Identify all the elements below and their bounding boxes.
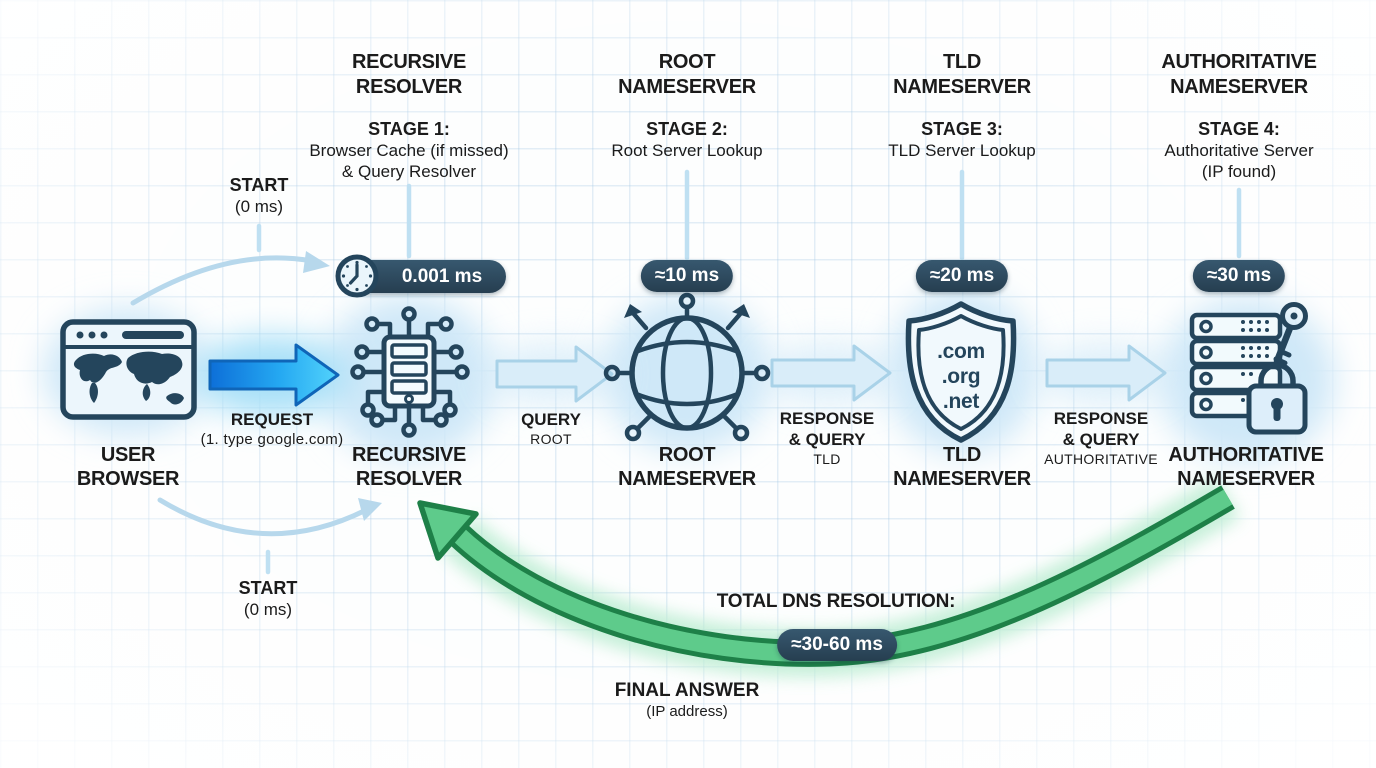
node-label-line: ROOT <box>658 444 716 466</box>
request-arrow <box>208 343 340 407</box>
node-label-line: AUTHORITATIVE <box>1168 444 1324 466</box>
tld-shield-icon <box>905 301 1017 443</box>
stage-4-description: STAGE 4: Authoritative Server (IP found) <box>1164 118 1313 182</box>
response-query-authoritative-arrow <box>1045 344 1167 402</box>
stage-connector-lines <box>256 169 1242 575</box>
node-label-line: NAMESERVER <box>893 468 1031 490</box>
edge-sub-line: TLD <box>813 451 841 467</box>
stage-2-description: STAGE 2: Root Server Lookup <box>611 118 762 161</box>
edge-label-line: RESPONSE <box>1053 409 1149 428</box>
start-label-bottom: START (0 ms) <box>239 577 298 620</box>
column-header-recursive-resolver: RECURSIVE RESOLVER <box>352 50 466 100</box>
tld-domain: .net <box>942 390 980 413</box>
edge-label-response-query-authoritative: RESPONSE & QUERY AUTHORITATIVE <box>1044 408 1158 469</box>
start-sub-text: (0 ms) <box>243 600 293 619</box>
stage-desc-line: & Query Resolver <box>341 162 477 181</box>
edge-sub-line: (1. type google.com) <box>200 431 344 448</box>
edge-label-response-query-tld: RESPONSE & QUERY TLD <box>780 408 874 469</box>
edge-label-request: REQUEST (1. type google.com) <box>201 409 344 449</box>
node-label-line: NAMESERVER <box>1177 468 1315 490</box>
edge-sub-line: ROOT <box>530 431 572 447</box>
stage-label: STAGE 2: <box>646 119 728 139</box>
edge-label-line: RESPONSE <box>779 409 875 428</box>
column-header-tld-nameserver: TLD NAMESERVER <box>893 50 1031 100</box>
stage-desc-line: TLD Server Lookup <box>888 141 1036 160</box>
header-line: NAMESERVER <box>1170 76 1308 98</box>
header-line: TLD <box>943 51 981 73</box>
timing-badge-stage-2: ≈10 ms <box>640 260 734 292</box>
stage-desc-line: Authoritative Server <box>1164 141 1314 160</box>
timing-badge-stage-3: ≈20 ms <box>915 260 1009 292</box>
edge-label-line: & QUERY <box>1062 430 1140 449</box>
header-line: RESOLVER <box>355 76 463 98</box>
node-label-line: RESOLVER <box>355 468 463 490</box>
query-root-arrow <box>495 345 614 403</box>
tld-domains-text: .com .org .net <box>937 339 985 414</box>
header-line: NAMESERVER <box>893 76 1031 98</box>
total-dns-resolution-label: TOTAL DNS RESOLUTION: <box>716 591 956 612</box>
timing-badge-stage-4: ≈30 ms <box>1192 260 1286 292</box>
header-line: AUTHORITATIVE <box>1161 51 1317 73</box>
edge-label-line: QUERY <box>521 410 581 429</box>
edge-label-query-root: QUERY ROOT <box>521 409 581 449</box>
start-arc-bottom <box>157 497 382 537</box>
header-line: RECURSIVE <box>352 51 466 73</box>
edge-label-line: & QUERY <box>788 430 866 449</box>
node-label-line: RECURSIVE <box>352 444 466 466</box>
clock-icon <box>335 254 379 298</box>
node-label-user-browser: USER BROWSER <box>76 443 180 491</box>
tld-domain: .org <box>941 365 981 388</box>
node-label-line: NAMESERVER <box>618 468 756 490</box>
circuit-resolver-icon <box>350 306 470 438</box>
stage-3-description: STAGE 3: TLD Server Lookup <box>888 118 1035 161</box>
node-label-line: BROWSER <box>76 468 180 490</box>
start-text: START <box>238 578 298 598</box>
start-label-top: START (0 ms) <box>230 174 289 217</box>
edge-label-line: REQUEST <box>230 410 314 429</box>
browser-globe-icon <box>60 319 197 420</box>
node-label-tld-nameserver: TLD NAMESERVER <box>893 443 1031 491</box>
node-label-line: TLD <box>943 444 981 466</box>
node-label-line: USER <box>100 444 156 466</box>
start-text: START <box>229 175 289 195</box>
start-arc-top <box>130 251 330 306</box>
stage-desc-line: (IP found) <box>1201 162 1277 181</box>
response-query-tld-arrow <box>770 344 892 402</box>
tld-domain: .com <box>937 340 985 363</box>
flow-arrows <box>495 344 1167 403</box>
final-answer-block: FINAL ANSWER (IP address) <box>615 680 760 721</box>
stage-label: STAGE 4: <box>1198 119 1280 139</box>
column-header-authoritative-nameserver: AUTHORITATIVE NAMESERVER <box>1161 50 1317 100</box>
header-line: NAMESERVER <box>618 76 756 98</box>
lock-icon <box>1246 362 1308 435</box>
column-header-root-nameserver: ROOT NAMESERVER <box>618 50 756 100</box>
start-sub-text: (0 ms) <box>234 197 284 216</box>
server-key-lock-icon <box>1189 302 1308 435</box>
total-resolution-badge: ≈30-60 ms <box>777 629 897 661</box>
stage-1-description: STAGE 1: Browser Cache (if missed) & Que… <box>309 118 508 182</box>
final-answer-label: FINAL ANSWER <box>614 680 760 701</box>
header-line: ROOT <box>658 51 716 73</box>
key-icon <box>1273 302 1308 366</box>
stage-label: STAGE 3: <box>921 119 1003 139</box>
stage-desc-line: Browser Cache (if missed) <box>309 141 509 160</box>
stage-desc-line: Root Server Lookup <box>611 141 763 160</box>
node-label-recursive-resolver: RECURSIVE RESOLVER <box>352 443 466 491</box>
node-label-authoritative-nameserver: AUTHORITATIVE NAMESERVER <box>1168 443 1324 491</box>
node-label-root-nameserver: ROOT NAMESERVER <box>618 443 756 491</box>
final-answer-sub: (IP address) <box>646 703 728 720</box>
stage-label: STAGE 1: <box>368 119 450 139</box>
globe-network-icon <box>603 292 771 442</box>
edge-sub-line: AUTHORITATIVE <box>1044 451 1158 467</box>
